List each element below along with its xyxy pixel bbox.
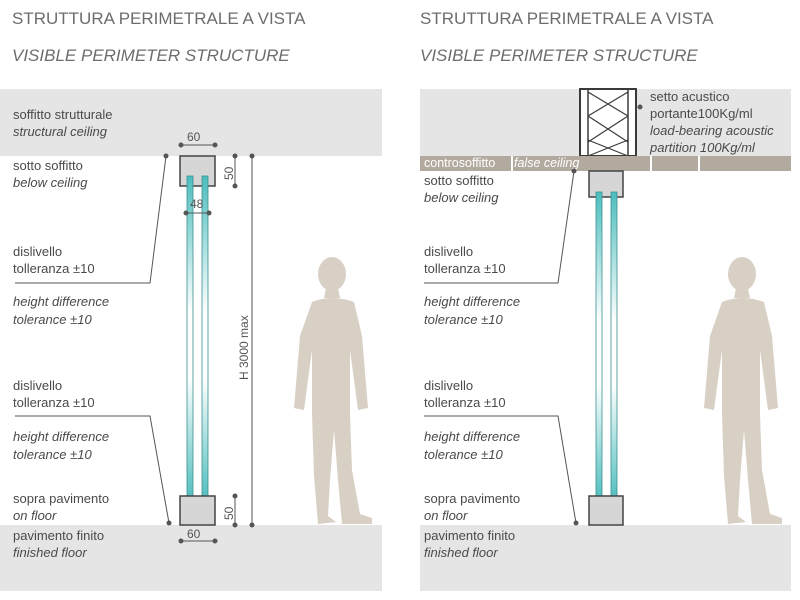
left-diff2-it-1: dislivello — [13, 378, 62, 393]
left-dim-bottom-height: 50 — [222, 493, 238, 528]
right-finished-label-en: finished floor — [424, 545, 498, 560]
right-diff2-it-2: tolleranza ±10 — [424, 395, 506, 410]
right-glass-pane-2 — [610, 191, 618, 503]
right-diff2-it-1: dislivello — [424, 378, 473, 393]
right-diff1-en-1: height difference — [424, 294, 520, 309]
left-structural-ceiling-band — [0, 89, 382, 156]
left-finished-label-it: pavimento finito — [13, 528, 104, 543]
right-leader-top-tolerance — [424, 170, 575, 284]
left-onfloor-label-it: sopra pavimento — [13, 491, 109, 506]
left-dim-bottom-height-label: 50 — [222, 506, 236, 520]
left-title-italian: STRUTTURA PERIMETRALE A VISTA — [12, 9, 306, 28]
left-leader-bottom-tolerance — [15, 415, 170, 524]
right-diff2-en-1: height difference — [424, 429, 520, 444]
right-glass-pane-1 — [595, 191, 603, 503]
left-top-profile — [179, 155, 216, 187]
right-finished-floor-band — [420, 525, 791, 591]
left-glass-pane-1 — [186, 175, 194, 503]
right-acoustic-label-it-1: setto acustico — [650, 89, 730, 104]
left-dim-overall-height-label: H 3000 max — [237, 315, 251, 380]
left-glass-pane-2 — [201, 175, 209, 503]
left-dim-top-width: 60 — [178, 130, 218, 148]
left-diff1-en-1: height difference — [13, 294, 109, 309]
left-dim-top-width-label: 60 — [187, 130, 201, 144]
right-diff1-it-2: tolleranza ±10 — [424, 261, 506, 276]
right-acoustic-label-en-2: partition 100Kg/ml — [649, 140, 756, 155]
right-acoustic-partition — [579, 88, 643, 157]
right-finished-label-it: pavimento finito — [424, 528, 515, 543]
right-panel: STRUTTURA PERIMETRALE A VISTA VISIBLE PE… — [420, 9, 791, 591]
left-bottom-profile — [179, 495, 216, 526]
right-onfloor-label-en: on floor — [424, 508, 468, 523]
left-dim-top-height-label: 50 — [222, 166, 236, 180]
right-leader-bottom-dot — [573, 520, 579, 526]
left-dim-overall-height: H 3000 max — [237, 153, 255, 528]
left-onfloor-label-en: on floor — [13, 508, 57, 523]
left-title-english: VISIBLE PERIMETER STRUCTURE — [12, 46, 290, 65]
left-below-label-en: below ceiling — [13, 175, 88, 190]
left-diff2-en-2: tolerance ±10 — [13, 447, 92, 462]
left-diff2-it-2: tolleranza ±10 — [13, 395, 95, 410]
right-leader-top-dot — [571, 168, 577, 174]
left-finished-label-en: finished floor — [13, 545, 87, 560]
right-bottom-profile — [588, 495, 624, 526]
left-person-silhouette — [294, 257, 372, 524]
left-diff1-en-2: tolerance ±10 — [13, 312, 92, 327]
left-ceiling-label-en: structural ceiling — [13, 124, 108, 139]
left-below-label-it: sotto soffitto — [13, 158, 83, 173]
right-below-label-en: below ceiling — [424, 190, 499, 205]
left-diff1-it-1: dislivello — [13, 244, 62, 259]
right-onfloor-label-it: sopra pavimento — [424, 491, 520, 506]
left-dim-bottom-width: 60 — [178, 527, 218, 544]
left-leader-top-dot — [163, 153, 169, 159]
left-diff1-it-2: tolleranza ±10 — [13, 261, 95, 276]
right-diff2-en-2: tolerance ±10 — [424, 447, 503, 462]
left-dim-inner: 48 — [183, 197, 212, 216]
right-false-ceiling-label-it: controsoffitto — [424, 156, 495, 170]
right-title-english: VISIBLE PERIMETER STRUCTURE — [420, 46, 698, 65]
right-acoustic-leader-dot — [637, 104, 643, 110]
left-dim-top-height: 50 — [222, 153, 238, 189]
right-diff1-it-1: dislivello — [424, 244, 473, 259]
right-acoustic-label-it-2: portante100Kg/ml — [650, 106, 753, 121]
right-acoustic-label-en-1: load-bearing acoustic — [650, 123, 774, 138]
left-finished-floor-band — [0, 525, 382, 591]
right-top-profile — [588, 170, 624, 198]
left-leader-bottom-dot — [166, 520, 172, 526]
right-below-label-it: sotto soffitto — [424, 173, 494, 188]
left-panel: STRUTTURA PERIMETRALE A VISTA VISIBLE PE… — [0, 9, 382, 591]
right-title-italian: STRUTTURA PERIMETRALE A VISTA — [420, 9, 714, 28]
right-insulation-pattern — [587, 91, 629, 157]
right-false-ceiling-label-en: false ceiling — [514, 156, 579, 170]
left-dim-inner-label: 48 — [190, 197, 204, 211]
left-diff2-en-1: height difference — [13, 429, 109, 444]
left-leader-top-tolerance — [15, 155, 167, 284]
right-person-silhouette — [704, 257, 782, 524]
right-diff1-en-2: tolerance ±10 — [424, 312, 503, 327]
right-leader-bottom-tolerance — [424, 415, 577, 524]
left-ceiling-label-it: soffitto strutturale — [13, 107, 112, 122]
left-dim-bottom-width-label: 60 — [187, 527, 201, 541]
